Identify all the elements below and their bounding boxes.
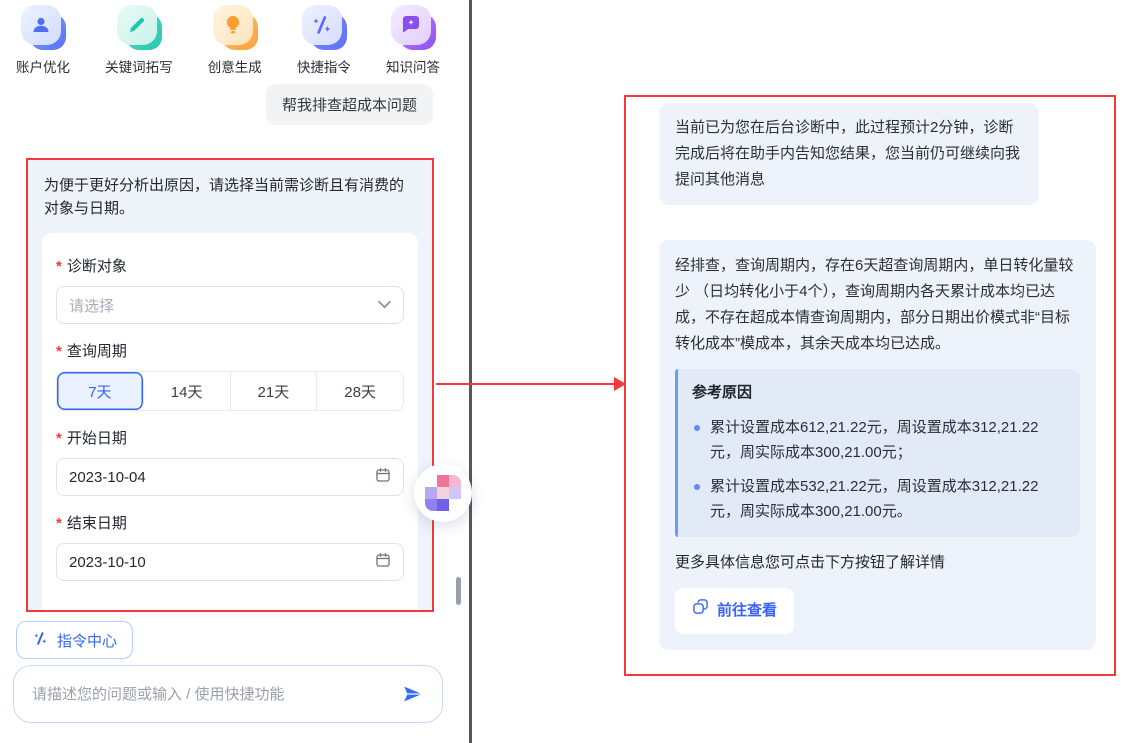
result-annotation-box: 当前已为您在后台诊断中，此过程预计2分钟，诊断完成后将在助手内告知您结果，您当前… — [624, 95, 1116, 676]
result-summary: 经排查，查询周期内，存在6天超查询周期内，单日转化量较少 （日均转化小于4个），… — [675, 257, 1074, 352]
slash-spark-icon — [301, 4, 347, 50]
quick-action-label: 账户优化 — [16, 60, 70, 75]
panel-divider — [469, 0, 472, 743]
quick-action-quick-command[interactable]: 快捷指令 — [297, 4, 351, 76]
command-center-button[interactable]: 指令中心 — [16, 621, 134, 659]
send-icon[interactable] — [400, 681, 426, 707]
segment-28-days[interactable]: 28天 — [344, 383, 376, 401]
quick-action-keyword-expansion[interactable]: 关键词拓写 — [105, 4, 173, 76]
assistant-floating-button[interactable] — [414, 464, 472, 522]
start-date-value: 2023-10-04 — [69, 468, 146, 486]
reason-item: 累计设置成本612,21.22元，周设置成本312,21.22元，周实际成本30… — [692, 415, 1064, 465]
calendar-icon — [375, 467, 391, 488]
assistant-logo — [425, 475, 461, 511]
reasons-title: 参考原因 — [692, 384, 753, 401]
calendar-icon — [375, 552, 391, 573]
bullet-dot — [694, 425, 700, 431]
end-date-label: *结束日期 — [56, 515, 127, 532]
quick-action-label: 知识问答 — [386, 60, 440, 75]
quick-action-label: 创意生成 — [207, 60, 262, 75]
chat-panel: 账户优化 关键词拓写 创意生成 — [0, 0, 471, 743]
bulb-icon — [212, 4, 258, 50]
required-asterisk: * — [56, 430, 62, 447]
required-asterisk: * — [56, 515, 62, 532]
quick-action-label: 关键词拓写 — [105, 60, 173, 75]
reason-item: 累计设置成本532,21.22元，周设置成本312,21.22元，周实际成本30… — [692, 474, 1064, 524]
user-icon — [20, 4, 66, 50]
query-period-segmented: 7天 14天 21天 28天 — [56, 371, 404, 411]
more-info-text: 更多具体信息您可点击下方按钮了解详情 — [675, 554, 946, 571]
link-icon — [692, 598, 709, 624]
chevron-down-icon — [378, 296, 391, 314]
select-placeholder: 请选择 — [69, 297, 115, 315]
end-date-value: 2023-10-10 — [69, 553, 146, 571]
annotation-arrow-head — [614, 377, 626, 391]
chat-bubble-icon — [390, 4, 436, 50]
quick-actions-row: 账户优化 关键词拓写 创意生成 — [0, 4, 456, 76]
quick-action-account-optimization[interactable]: 账户优化 — [16, 4, 70, 76]
diagnosis-form-card: *诊断对象 请选择 *查询周期 7天 14天 21天 28天 — [42, 233, 418, 610]
segment-7-days[interactable]: 7天 — [57, 372, 144, 410]
diagnosis-target-label: *诊断对象 — [56, 258, 127, 275]
bullet-dot — [694, 484, 700, 490]
assistant-status-message: 当前已为您在后台诊断中，此过程预计2分钟，诊断完成后将在助手内告知您结果，您当前… — [659, 103, 1039, 205]
reason-text: 累计设置成本532,21.22元，周设置成本312,21.22元，周实际成本30… — [710, 478, 1039, 520]
quick-action-knowledge-qa[interactable]: 知识问答 — [386, 4, 440, 76]
slash-spark-icon — [32, 630, 49, 651]
diagnosis-target-select[interactable]: 请选择 — [56, 286, 404, 324]
start-date-label: *开始日期 — [56, 430, 127, 447]
diagnosis-form-annotation-box: 为便于更好分析出原因，请选择当前需诊断且有消费的对象与日期。 *诊断对象 请选择… — [26, 158, 434, 612]
start-date-input[interactable]: 2023-10-04 — [56, 458, 404, 496]
quick-action-label: 快捷指令 — [296, 60, 351, 75]
annotation-arrow — [436, 383, 616, 385]
quick-action-creative-generation[interactable]: 创意生成 — [208, 4, 262, 76]
query-period-label: *查询周期 — [56, 343, 127, 360]
required-asterisk: * — [56, 258, 62, 275]
user-message: 帮我排查超成本问题 — [265, 84, 433, 125]
command-center-label: 指令中心 — [57, 632, 118, 650]
segment-21-days[interactable]: 21天 — [231, 372, 318, 410]
pencil-icon — [116, 4, 162, 50]
end-date-input[interactable]: 2023-10-10 — [56, 543, 404, 581]
form-intro-text: 为便于更好分析出原因，请选择当前需诊断且有消费的对象与日期。 — [44, 177, 405, 217]
scrollbar-thumb[interactable] — [456, 577, 461, 605]
go-view-label: 前往查看 — [717, 602, 778, 619]
required-asterisk: * — [56, 343, 62, 360]
chat-input-container — [13, 665, 443, 723]
go-view-button[interactable]: 前往查看 — [675, 588, 795, 634]
assistant-result-message: 经排查，查询周期内，存在6天超查询周期内，单日转化量较少 （日均转化小于4个），… — [659, 240, 1096, 650]
reference-reasons-box: 参考原因 累计设置成本612,21.22元，周设置成本312,21.22元，周实… — [675, 369, 1080, 537]
chat-input[interactable] — [32, 685, 400, 703]
segment-14-days[interactable]: 14天 — [144, 372, 231, 410]
reason-text: 累计设置成本612,21.22元，周设置成本312,21.22元，周实际成本30… — [710, 419, 1039, 461]
